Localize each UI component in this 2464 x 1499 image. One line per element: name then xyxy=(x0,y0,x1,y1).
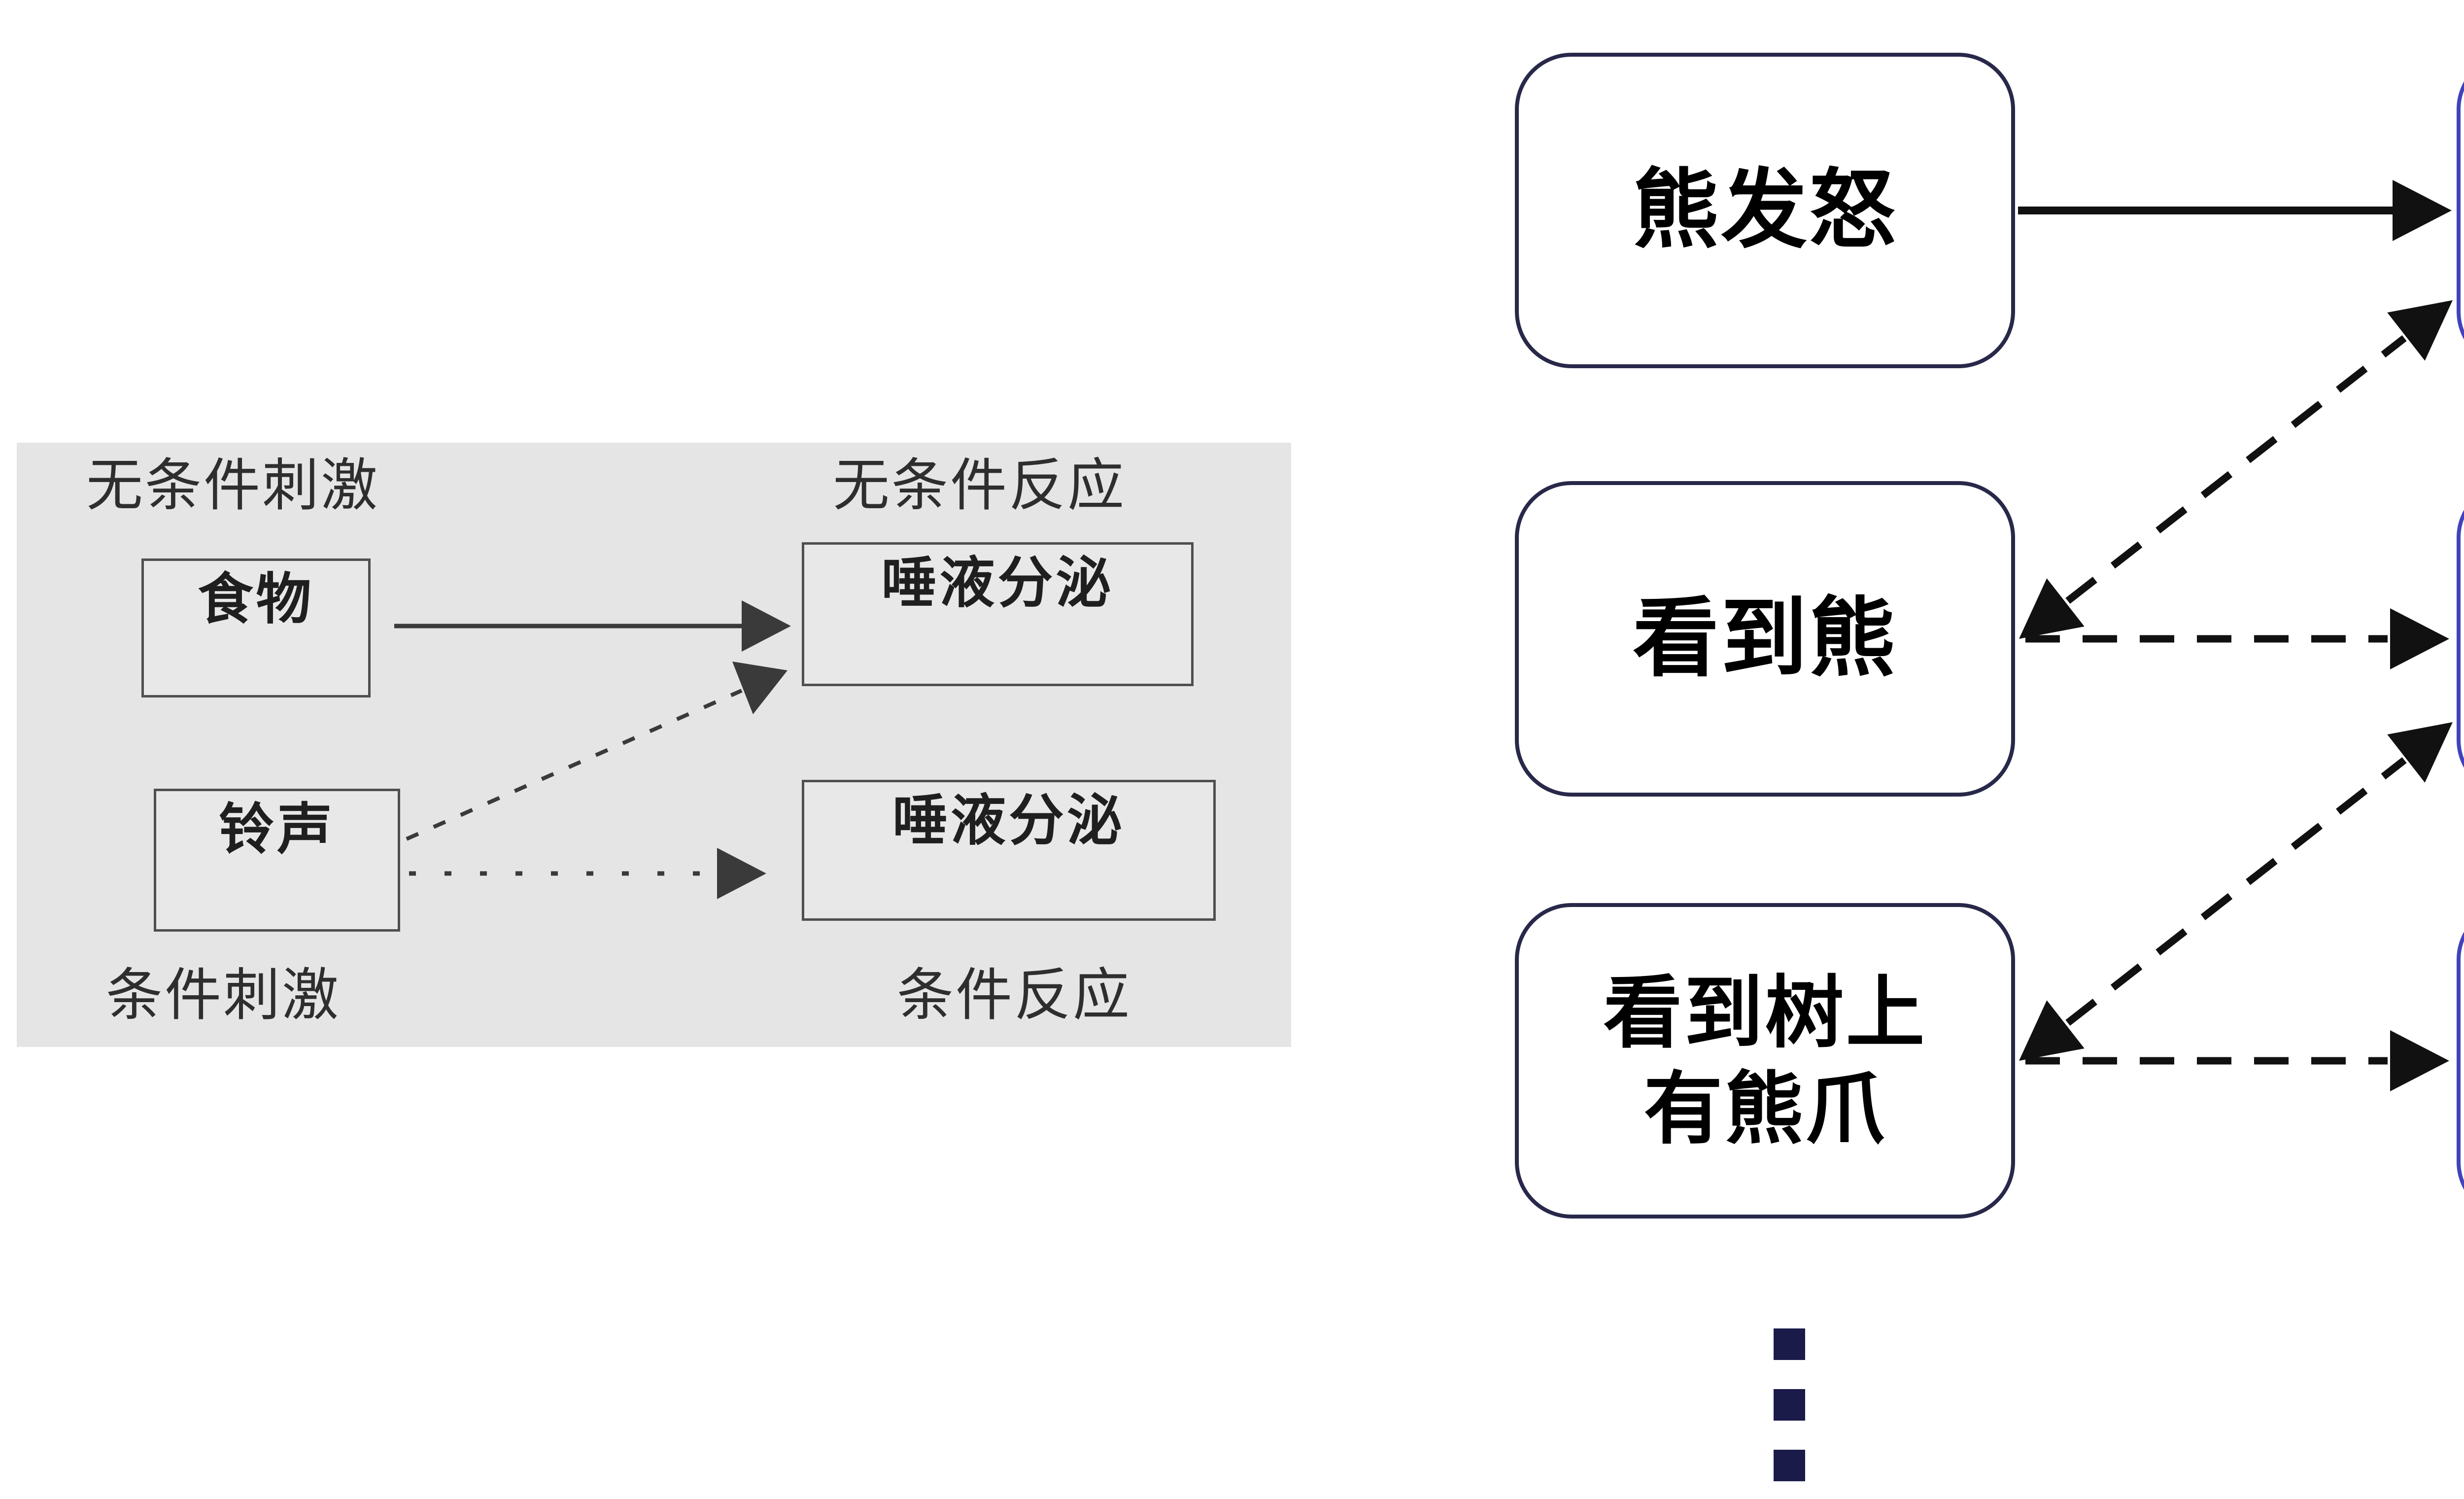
node-see-claws-line2: 有熊爪 xyxy=(1643,1063,1886,1155)
classical-conditioning-panel: 无条件刺激 无条件反应 食物 唾液分泌 铃声 唾液分泌 条件刺激 条件反应 xyxy=(17,443,1291,1047)
node-reward: 奖励 xyxy=(2457,53,2464,368)
arrow-food-to-saliva xyxy=(394,600,791,652)
bell-box: 铃声 xyxy=(154,789,400,932)
label-unconditioned-response: 无条件反应 xyxy=(833,453,1127,519)
label-conditioned-response: 条件反应 xyxy=(897,962,1132,1028)
node-bear-angry-label: 熊发怒 xyxy=(1633,160,1897,261)
food-box: 食物 xyxy=(141,558,371,697)
arrow-see-claws-to-vs xyxy=(2025,1030,2449,1091)
ellipsis-left-icon xyxy=(1774,1328,1805,1499)
node-bear-angry: 熊发怒 xyxy=(1515,53,2015,368)
saliva-box-top: 唾液分泌 xyxy=(802,542,1194,686)
label-unconditioned-stimulus: 无条件刺激 xyxy=(86,453,380,519)
node-see-bear-label: 看到熊 xyxy=(1633,589,1897,689)
arrow-see-claws-vsprime-dashed xyxy=(2019,722,2453,1061)
node-see-claws: 看到树上 有熊爪 xyxy=(1515,903,2015,1219)
node-value-state: V(s) xyxy=(2457,903,2464,1219)
arrow-bear-to-reward xyxy=(2018,180,2452,241)
arrow-bell-to-saliva-top xyxy=(406,662,787,841)
node-see-bear: 看到熊 xyxy=(1515,481,2015,797)
node-see-claws-label: 看到树上 有熊爪 xyxy=(1603,965,1926,1157)
arrow-bell-to-saliva-bottom xyxy=(409,848,766,899)
arrow-see-bear-to-vsprime xyxy=(2025,608,2449,669)
dot xyxy=(1774,1450,1805,1481)
node-see-claws-line1: 看到树上 xyxy=(1603,966,1927,1059)
dot xyxy=(1774,1328,1805,1360)
label-conditioned-stimulus: 条件刺激 xyxy=(106,962,341,1028)
saliva-box-bottom: 唾液分泌 xyxy=(802,780,1216,921)
arrow-see-bear-reward-dashed xyxy=(2019,300,2453,639)
node-value-next-state: V(s′) xyxy=(2457,481,2464,797)
dot xyxy=(1774,1389,1805,1421)
